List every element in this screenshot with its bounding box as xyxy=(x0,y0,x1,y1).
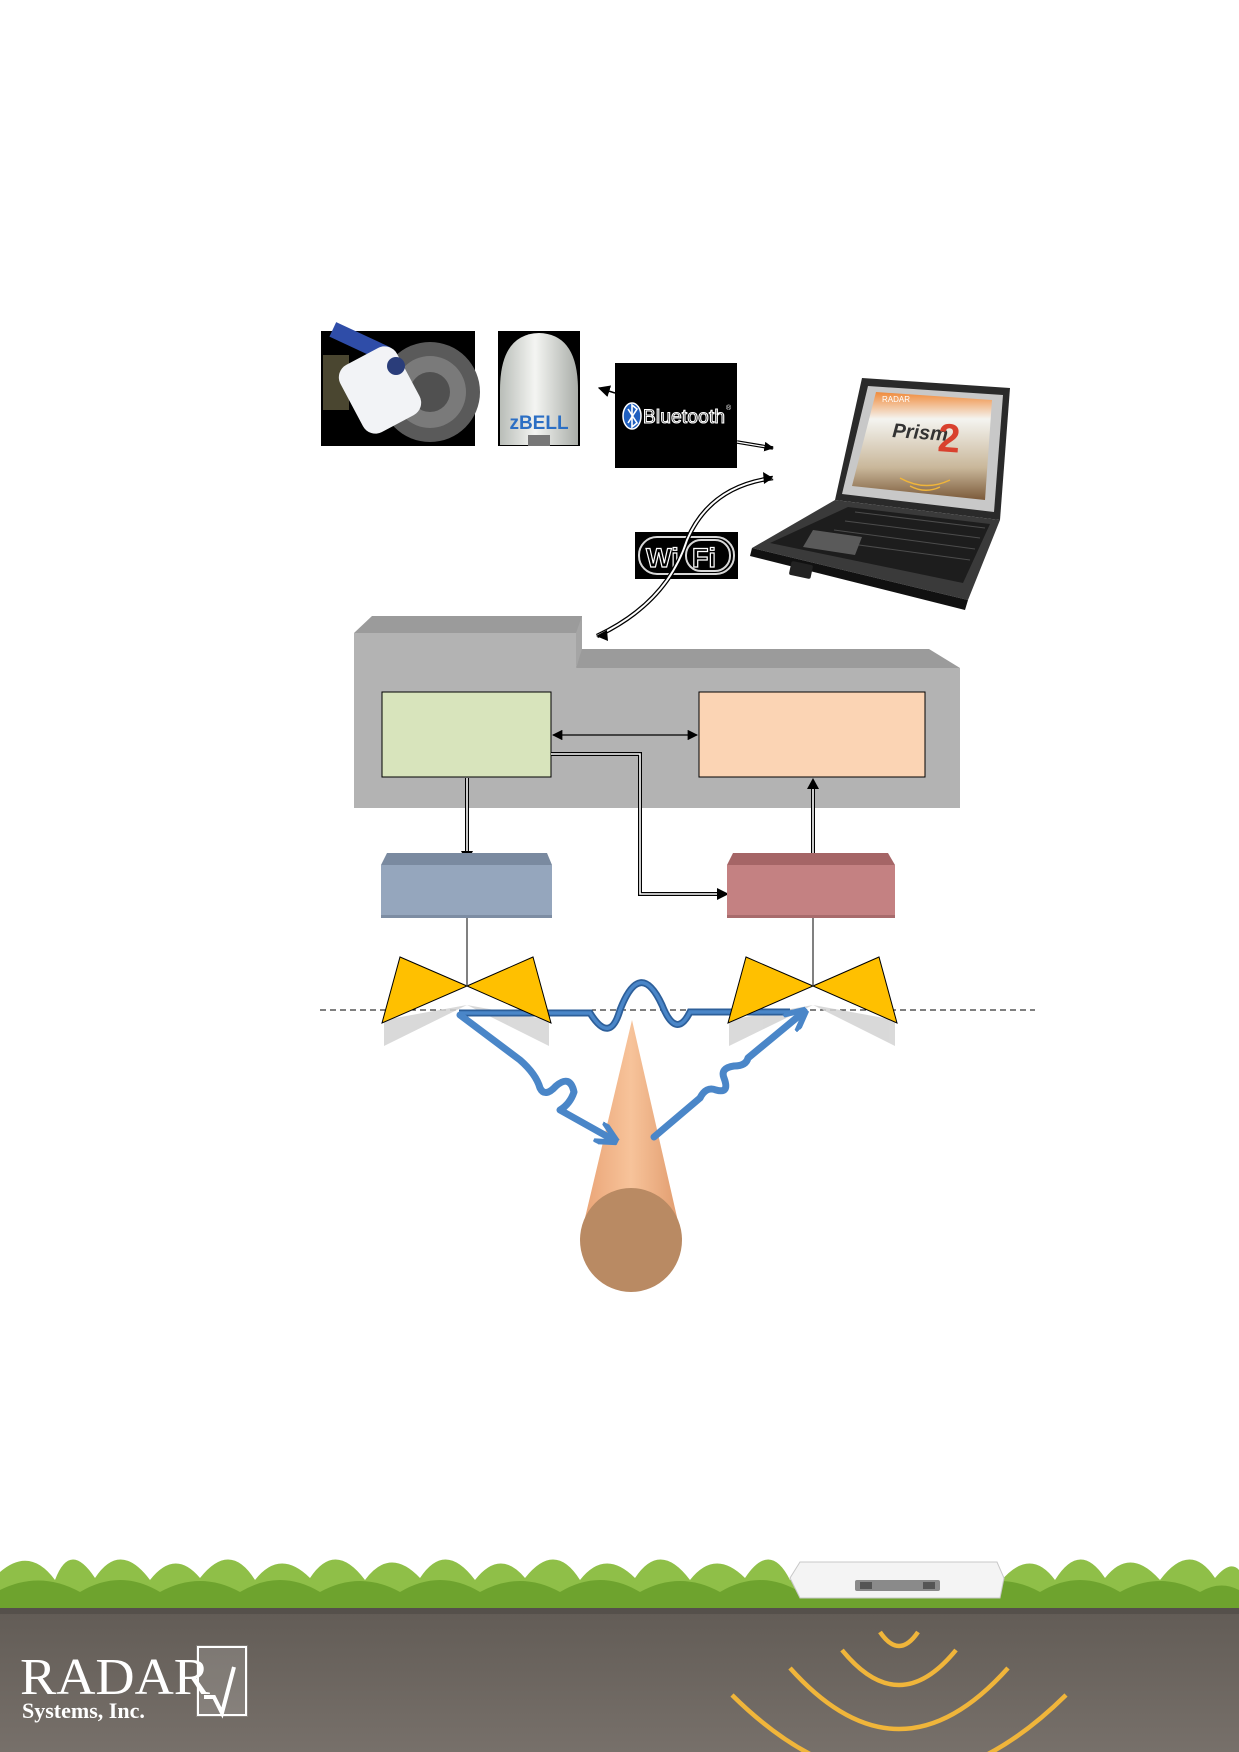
bluetooth-to-laptop-arrow xyxy=(736,440,774,452)
control-to-receiver-arrow xyxy=(551,752,729,900)
bluetooth-label: Bluetooth xyxy=(643,407,725,428)
radar-logo: RADAR Systems, Inc. xyxy=(20,1645,248,1723)
laptop-product: Prism xyxy=(892,420,949,446)
processing-unit-block xyxy=(698,691,926,778)
gps-receiver-label: zBELL xyxy=(509,413,569,434)
direct-surface-wave-highlight xyxy=(459,981,790,1030)
ground-radar-device xyxy=(789,1561,1005,1599)
wheel-encoder-photo xyxy=(321,322,480,446)
signal-arcs xyxy=(730,1630,1068,1752)
buried-pipe xyxy=(580,1020,682,1292)
transmitter-module xyxy=(381,853,552,918)
footer-ground-banner xyxy=(0,1559,1239,1752)
reflected-wave-arrow xyxy=(650,1015,800,1141)
bluetooth-logo: Bluetooth ® xyxy=(615,363,737,468)
laptop-brand: RADAR xyxy=(882,395,910,404)
wifi-fi-text: Fi xyxy=(692,543,716,573)
laptop-version: 2 xyxy=(936,416,961,461)
bluetooth-to-receiver-arrow xyxy=(597,385,616,397)
transmit-antenna xyxy=(381,956,552,1024)
control-unit-block xyxy=(381,691,552,778)
wifi-link-arrow xyxy=(596,472,774,641)
bluetooth-icon xyxy=(622,402,642,430)
laptop-photo: RADAR Prism 2 xyxy=(750,378,1010,610)
logo-subtitle: Systems, Inc. xyxy=(22,1698,145,1723)
receive-antenna xyxy=(727,956,898,1024)
logo-name: RADAR xyxy=(20,1649,210,1706)
wifi-wi-text: Wi xyxy=(646,543,679,573)
receiver-module xyxy=(727,853,895,918)
incident-wave-arrow xyxy=(456,1011,610,1138)
wifi-logo: Wi Fi xyxy=(635,532,738,579)
receiver-to-processing-arrow xyxy=(807,778,819,862)
bluetooth-registered-mark: ® xyxy=(726,404,732,412)
gps-antenna-photo: zBELL xyxy=(498,331,580,446)
